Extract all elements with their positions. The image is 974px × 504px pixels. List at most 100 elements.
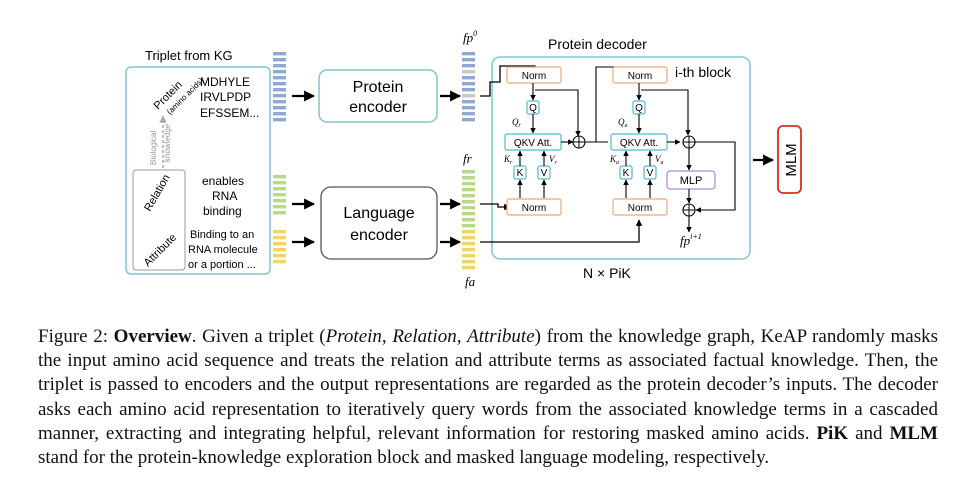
protein-feature-token [462,106,475,110]
caption-attribute: Attribute [467,326,535,347]
relation-feature-token [462,200,475,204]
block-1: Norm Q Qr QKV Att. Kr Vr K V Norm [503,66,624,216]
overview-figure: Triplet from KG Protein (amino acids) Bi… [125,29,802,289]
q-2-label: Q [635,103,643,114]
decoder-title: Protein decoder [548,36,647,52]
knowledge-label: knowledge [163,123,172,162]
vr-label: Vr [549,154,558,166]
triplet-title: Triplet from KG [145,48,233,63]
protein-feature-token [462,82,475,86]
relation-feature-token [462,224,475,228]
attribute-feature-token [462,266,475,270]
protein-token [273,52,286,56]
sequence-line-3: EFSSEM... [200,106,259,120]
protein-feature-token [462,88,475,92]
attribute-token [273,230,286,234]
caption-and: and [848,422,890,444]
protein-feature-token [462,58,475,62]
protein-token [273,118,286,122]
relation-feature-token [462,182,475,186]
attribute-side-label: Attribute [142,232,179,269]
protein-feature-token [462,94,475,98]
va-label: Va [655,154,664,166]
symbol-f-p0: fp0 [463,29,477,45]
qr-label: Qr [512,117,522,129]
protein-encoder-label-1: Protein [353,79,404,96]
protein-feature-token [462,112,475,116]
decoder-box [491,56,751,260]
norm-1-top-label: Norm [522,71,546,82]
v-1-label: V [541,168,548,179]
protein-token [273,106,286,110]
caption-text-2: ) from the knowledge graph, KeAP randoml… [38,326,939,444]
norm-1-top [506,66,562,84]
protein-feature-token [462,100,475,104]
protein-token [273,64,286,68]
n-pik-label: N × PiK [583,265,632,281]
biological-label: Biological [149,131,158,165]
triplet-box [125,66,271,275]
relation-token [273,211,286,215]
figure-caption: Figure 2: Overview. Given a triplet (Pro… [38,325,938,470]
mlm-box [777,125,802,194]
caption-text-3: stand for the protein-knowledge explorat… [38,447,770,469]
protein-token [273,94,286,98]
caption-comma-2: , [456,326,468,347]
relation-line-3: binding [203,204,242,218]
q-1-label: Q [529,103,537,114]
protein-token [273,58,286,62]
k-1-label: K [517,168,524,179]
relation-token [273,205,286,209]
attribute-feature-token [462,242,475,246]
kr-label: Kr [503,154,513,166]
attribute-token [273,260,286,264]
attribute-token [273,248,286,252]
relation-side-label: Relation [142,173,173,214]
sequence-line-1: MDHYLE [200,75,250,89]
attribute-token [273,242,286,246]
protein-encoder-box [318,69,438,123]
k-2-label: K [623,168,630,179]
caption-label: Figure 2: [38,326,109,347]
protein-token [273,76,286,80]
protein-feature-token [462,70,475,74]
fa-to-decoder [480,219,643,243]
mlp-label: MLP [680,175,703,187]
norm-2-bottom-label: Norm [628,203,652,214]
qkv-att-1-label: QKV Att. [514,138,552,149]
symbol-f-a: fa [465,274,476,289]
ith-block-label: i-th block [675,64,732,80]
protein-token [273,88,286,92]
relation-token [273,199,286,203]
attribute-token [273,236,286,240]
relation-feature-token [462,218,475,222]
fp0-to-decoder [480,65,536,97]
attribute-line-2: RNA molecule [188,244,258,256]
attribute-feature-token [462,236,475,240]
caption-pik: PiK [816,422,849,444]
relation-token [273,193,286,197]
protein-feature-token [462,118,475,122]
relation-token [273,181,286,185]
caption-title: Overview [113,326,192,347]
relation-token [273,187,286,191]
protein-token [273,82,286,86]
ka-label: Ka [609,154,619,166]
fr-to-decoder [480,203,511,211]
relation-feature-token [462,176,475,180]
protein-feature-token [462,76,475,80]
caption-relation: Relation [392,326,457,347]
protein-feature-token [462,64,475,68]
qkv-att-2-label: QKV Att. [620,138,658,149]
protein-token [273,112,286,116]
relation-line-2: RNA [212,189,237,203]
relation-token [273,175,286,179]
block-2: Norm Q Qa QKV Att. Ka Va K V Norm MLP [609,66,736,233]
caption-protein: Protein [325,326,382,347]
knowledge-box [132,169,186,271]
attribute-feature-token [462,248,475,252]
relation-feature-token [462,188,475,192]
attribute-feature-token [462,254,475,258]
attribute-line-1: Binding to an [190,229,254,241]
language-encoder-label-1: Language [343,205,414,222]
